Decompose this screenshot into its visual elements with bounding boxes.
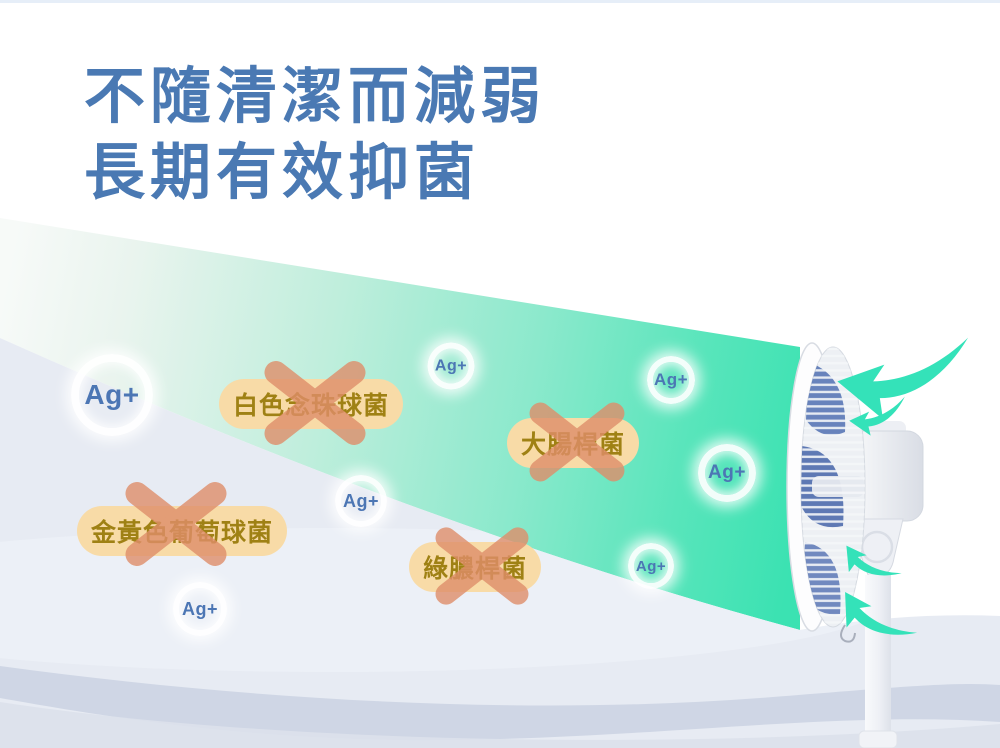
ag-ion-label: Ag+: [635, 557, 667, 575]
ag-ion-badge: Ag+: [427, 342, 475, 390]
ag-ion-label: Ag+: [342, 490, 379, 511]
headline-line1: 不隨清潔而減弱: [84, 62, 547, 130]
ag-ion-badge: Ag+: [335, 475, 387, 527]
x-cross-icon: [120, 477, 232, 571]
x-cross-icon: [259, 356, 371, 450]
silver-ion-beam: [0, 218, 800, 630]
ag-ion-label: Ag+: [434, 357, 468, 374]
ag-ion-badge: Ag+: [647, 356, 695, 404]
x-cross-icon: [525, 398, 629, 486]
headline: 不隨清潔而減弱 長期有效抑菌: [84, 58, 546, 211]
ag-ion-label: Ag+: [708, 462, 746, 483]
fan-pole-joint: [858, 730, 898, 748]
top-border-line: [0, 0, 1000, 3]
ag-ion-label: Ag+: [181, 598, 218, 619]
fan-cord-clip: [840, 624, 856, 643]
ag-ion-badge: Ag+: [173, 582, 227, 636]
x-cross-icon: [431, 523, 533, 609]
headline-line2: 長期有效抑菌: [84, 138, 481, 207]
ag-ion-label: Ag+: [84, 379, 140, 410]
ag-ion-badge: Ag+: [71, 354, 153, 436]
fan-pole: [865, 575, 891, 748]
ag-ion-label: Ag+: [653, 370, 689, 389]
ag-ion-badge: Ag+: [628, 543, 674, 589]
ag-ion-badge: Ag+: [698, 444, 756, 502]
